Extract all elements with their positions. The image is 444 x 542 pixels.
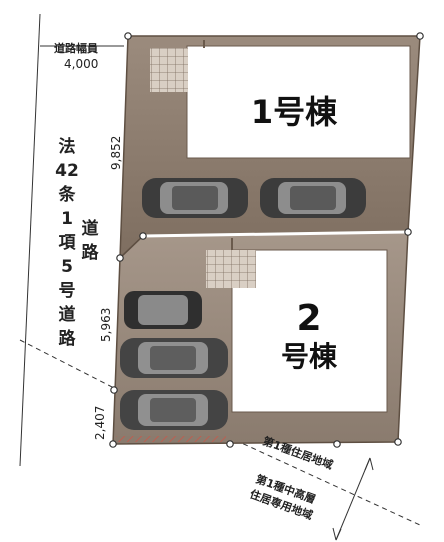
road-label-char: 道 — [82, 218, 99, 239]
car-lot1-a — [142, 178, 248, 218]
zone-boundary-line — [234, 439, 421, 526]
road-width-title: 道路幅員 — [54, 41, 98, 55]
zone-arrow — [335, 457, 371, 541]
zone-arrow-tail — [332, 527, 342, 541]
road-designation-char: 道 — [59, 304, 76, 325]
road-designation-char: 42 — [55, 161, 79, 181]
building-2-suffix: 号棟 — [281, 340, 338, 373]
car-lot2-c — [120, 390, 228, 430]
zone-arrow-head — [364, 457, 374, 471]
dim-lot2-frontage: 5,963 — [99, 308, 113, 342]
road-designation-char: 号 — [59, 281, 76, 301]
car-lot1-b — [260, 178, 366, 218]
road-designation-char: 法 — [59, 136, 76, 157]
car-lot2-a — [124, 291, 202, 329]
road-designation: 法 42 条 1 項 5 号 道 路 — [55, 136, 79, 349]
lot-divider — [142, 230, 409, 238]
building-2 — [231, 249, 388, 413]
building-1 — [186, 45, 411, 159]
hatched-strip — [116, 436, 226, 442]
dim-corner: 2,407 — [93, 406, 107, 440]
road-edge-line — [19, 13, 41, 467]
road-designation-char: 項 — [59, 233, 77, 253]
road-label-char: 路 — [82, 242, 100, 263]
road-label: 道 路 — [82, 218, 100, 263]
building-1-label: 1号棟 — [251, 93, 338, 131]
road-designation-char: 条 — [58, 184, 77, 205]
dim-lot1-frontage: 9,852 — [109, 136, 123, 170]
road-designation-char: 1 — [61, 209, 73, 229]
road-designation-char: 5 — [61, 257, 73, 277]
building-2-porch — [206, 250, 256, 288]
road-centerline — [19, 339, 119, 391]
building-1-porch — [150, 48, 188, 92]
road-designation-char: 路 — [59, 328, 77, 349]
building-2-number: 2 — [296, 298, 321, 339]
road-width-value: 4,000 — [64, 57, 98, 71]
survey-points — [109, 32, 424, 448]
car-lot2-b — [120, 338, 228, 378]
